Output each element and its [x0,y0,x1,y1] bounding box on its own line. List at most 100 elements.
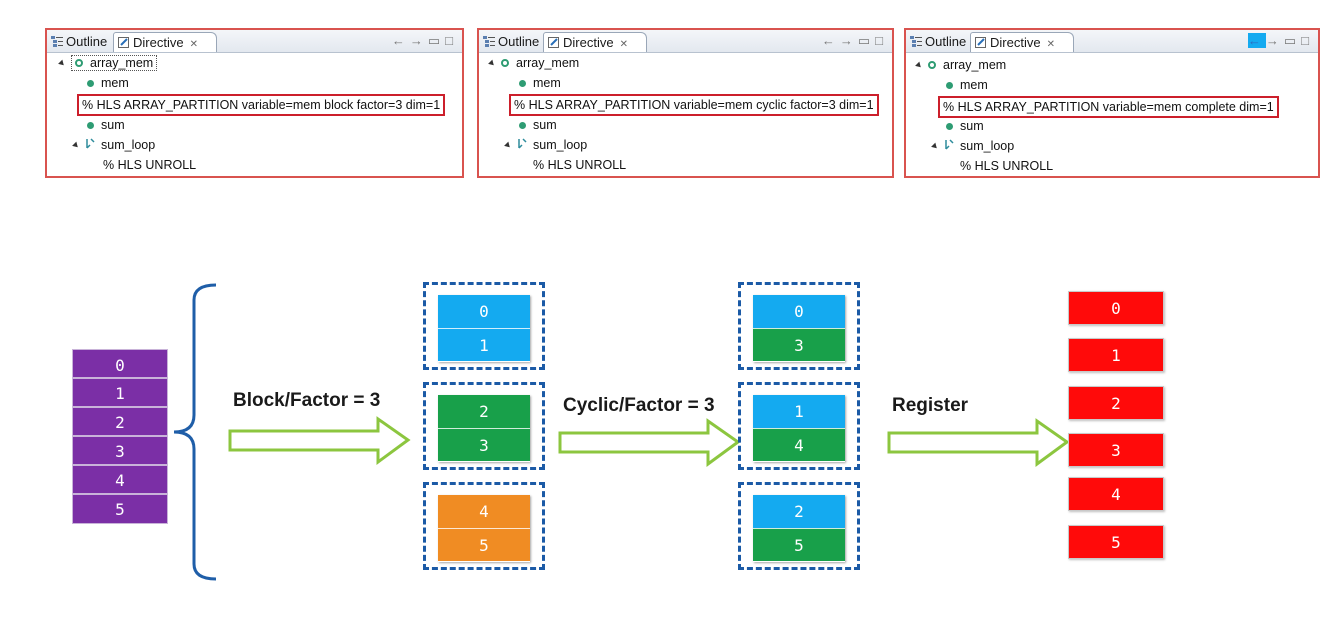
panel-nav: ←→▭□ [392,32,458,50]
tree-item-directive[interactable]: % HLS ARRAY_PARTITION variable=mem block… [77,94,446,116]
directive-text: HLS ARRAY_PARTITION variable=mem complet… [957,100,1274,114]
panel-tabbar: Outline Directive ✕ ←→▭□ [47,30,462,53]
cyclic-partition-group: 0 3 [738,282,860,370]
tree-root[interactable]: array_mem [915,56,1007,75]
tree-item-directive[interactable]: % HLS ARRAY_PARTITION variable=mem cycli… [509,94,879,116]
tree-item-label: HLS UNROLL [974,159,1054,173]
loop-icon [85,137,95,149]
directive-icon [118,34,130,48]
close-icon[interactable]: ✕ [619,39,628,50]
loop-icon [517,137,527,149]
tab-outline[interactable]: Outline [483,32,539,52]
tree-item-mem[interactable]: mem [946,76,988,95]
back-arrow-icon[interactable]: ← [1247,33,1266,48]
maximize-icon[interactable]: □ [1301,33,1314,48]
tab-directive-label: Directive [563,35,614,50]
variable-icon [519,80,526,87]
forward-arrow-icon[interactable]: → [839,33,858,48]
minimize-icon[interactable]: ▭ [857,33,876,48]
loop-icon [944,138,954,150]
partition-element: 3 [438,428,530,461]
directive-panel-complete: Outline Directive ✕ ←→▭□ array_mem mem % … [904,28,1320,178]
tree-item-loop[interactable]: sum_loop [931,137,1015,156]
partition-bank: 1 4 [753,395,845,462]
tree-item-mem[interactable]: mem [87,74,129,93]
tree-item-label: sum_loop [960,139,1015,153]
tree-expand-icon[interactable] [504,141,512,150]
tree-item-unroll[interactable]: % HLS UNROLL [533,156,626,175]
tab-directive[interactable]: Directive ✕ [970,32,1074,52]
tab-outline[interactable]: Outline [51,32,107,52]
tab-directive[interactable]: Directive ✕ [543,32,647,52]
close-icon[interactable]: ✕ [1046,39,1055,50]
partition-element: 5 [438,528,530,561]
tree-item-mem[interactable]: mem [519,74,561,93]
directive-icon [548,34,560,48]
partition-element: 5 [753,528,845,561]
back-arrow-icon[interactable]: ← [391,33,410,48]
cyclic-partition-group: 2 5 [738,482,860,570]
tree-item-label: HLS UNROLL [547,158,627,172]
directive-panel-cyclic: Outline Directive ✕ ←→▭□ array_mem mem % … [477,28,894,178]
tree-item-label: mem [533,76,561,90]
tab-directive[interactable]: Directive ✕ [113,32,217,52]
minimize-icon[interactable]: ▭ [427,33,446,48]
tree-item-sum[interactable]: sum [87,116,125,135]
register-element: 4 [1068,477,1164,511]
register-element: 0 [1068,291,1164,325]
minimize-icon[interactable]: ▭ [1283,33,1302,48]
tree-expand-icon[interactable] [72,141,80,150]
block-factor-label: Block/Factor = 3 [233,390,381,411]
maximize-icon[interactable]: □ [875,33,888,48]
partition-element: 3 [753,328,845,361]
back-arrow-icon[interactable]: ← [821,33,840,48]
outline-icon [51,33,63,47]
tree-root-label: array_mem [516,56,580,70]
arrow-block [228,416,411,465]
tree-item-directive[interactable]: % HLS ARRAY_PARTITION variable=mem compl… [938,96,1279,118]
variable-icon [519,122,526,129]
tree-expand-icon[interactable] [931,142,939,151]
directive-prefix: % [103,158,115,172]
tree-item-label: HLS UNROLL [117,158,197,172]
array-element: 1 [72,378,168,407]
partition-bank: 0 3 [753,295,845,362]
function-icon [928,61,936,69]
tab-directive-label: Directive [990,35,1041,50]
tree-item-label: mem [960,78,988,92]
arrow-cyclic [558,418,741,467]
tab-directive-label: Directive [133,35,184,50]
tree-item-sum[interactable]: sum [946,117,984,136]
directive-prefix: % [514,98,526,112]
tree-item-sum[interactable]: sum [519,116,557,135]
block-partition-group: 2 3 [423,382,545,470]
tree-item-loop[interactable]: sum_loop [504,136,587,155]
partition-element: 4 [753,428,845,461]
tab-outline-label: Outline [925,34,967,49]
tree-expand-icon[interactable] [488,59,496,68]
panel-tabbar: Outline Directive ✕ ←→▭□ [479,30,892,53]
forward-arrow-icon[interactable]: → [1265,33,1284,48]
tree-item-unroll[interactable]: % HLS UNROLL [103,156,196,175]
block-partition-group: 0 1 [423,282,545,370]
function-icon [501,59,509,67]
tree-root[interactable]: array_mem [488,54,580,73]
tab-outline-label: Outline [498,34,540,49]
variable-icon [87,80,94,87]
directive-text: HLS ARRAY_PARTITION variable=mem cyclic … [528,98,874,112]
partition-bank: 2 3 [438,395,530,462]
register-element: 5 [1068,525,1164,559]
tree-root-label: array_mem [943,58,1007,72]
register-label: Register [892,395,969,416]
tree-item-unroll[interactable]: % HLS UNROLL [960,157,1053,176]
tree-expand-icon[interactable] [58,59,66,68]
register-element: 1 [1068,338,1164,372]
tree-item-loop[interactable]: sum_loop [72,136,155,155]
forward-arrow-icon[interactable]: → [409,33,428,48]
close-icon[interactable]: ✕ [189,39,198,50]
tree-expand-icon[interactable] [915,61,923,70]
maximize-icon[interactable]: □ [445,33,458,48]
tab-outline[interactable]: Outline [910,32,966,52]
panel-tabbar: Outline Directive ✕ ←→▭□ [906,30,1318,53]
tree-root[interactable]: array_mem [58,54,158,73]
